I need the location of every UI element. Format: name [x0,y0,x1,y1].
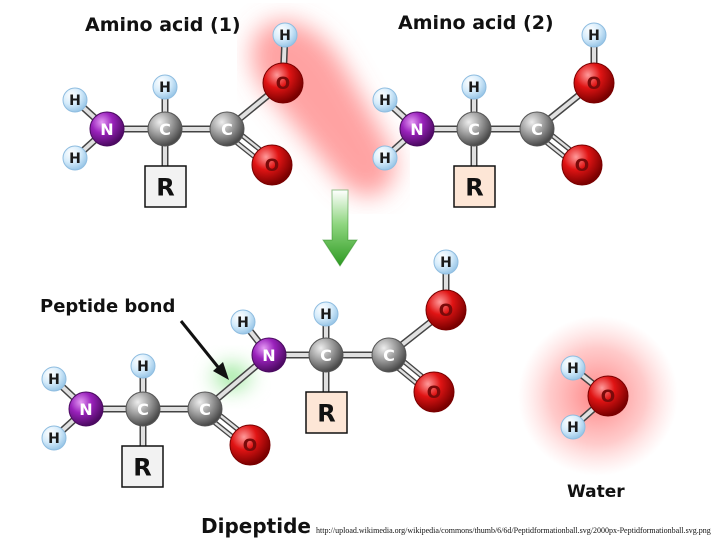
oxygen-atom-dp-carbonyl-2: O [413,371,455,413]
hydrogen-atom-water-1: H [560,355,586,381]
hydrogen-symbol: H [237,315,249,331]
hydrogen-symbol: H [440,255,452,271]
hydrogen-atom-aa1-alpha: H [152,74,178,100]
hydrogen-symbol: H [48,372,60,388]
carbon-symbol: C [468,120,480,139]
hydrogen-symbol: H [137,359,149,375]
oxygen-symbol: O [439,301,453,321]
carbon-atom-aa1-alpha: C [147,111,183,147]
r-group-label: R [317,400,335,428]
hydrogen-symbol: H [69,93,81,109]
oxygen-symbol: O [427,383,441,403]
carbon-symbol: C [383,346,395,365]
hydrogen-symbol: H [567,420,579,436]
r-group-dipeptide-1: R [121,445,164,488]
hydrogen-atom-dp-h2: H [41,425,67,451]
hydrogen-atom-aa1-h2: H [62,145,88,171]
r-groups: R R R R [121,165,496,488]
nitrogen-symbol: N [79,400,92,419]
carbon-atom-dp-alpha-1: C [125,391,161,427]
nitrogen-atom-aa2: N [399,111,435,147]
r-group-aa2: R [453,165,496,208]
r-group-label: R [465,174,483,202]
amino-acid-1-title: Amino acid (1) [85,14,241,36]
hydrogen-symbol: H [48,431,60,447]
hydrogen-atom-dp-hydroxyl-2: H [433,249,459,275]
oxygen-symbol: O [601,387,615,407]
carbon-symbol: C [320,346,332,365]
oxygen-atom-aa2-hydroxyl: O [573,62,615,104]
hydrogen-atom-dp-amide: H [230,309,256,335]
carbon-atom-aa1-carboxyl: C [209,111,245,147]
oxygen-atom-dp-hydroxyl-2: O [425,289,467,331]
oxygen-atom-aa1-carbonyl: O [251,144,293,186]
hydrogen-symbol: H [379,151,391,167]
carbon-atom-dp-carboxyl-2: C [371,337,407,373]
carbon-symbol: C [199,400,211,419]
oxygen-symbol: O [276,74,290,94]
hydrogen-atom-aa1-h1: H [62,87,88,113]
hydrogen-symbol: H [279,28,291,44]
nitrogen-symbol: N [262,346,275,365]
hydrogen-symbol: H [379,93,391,109]
carbon-symbol: C [159,120,171,139]
carbon-atom-aa2-carboxyl: C [519,111,555,147]
oxygen-symbol: O [265,156,279,176]
oxygen-atom-aa1-hydroxyl: O [262,62,304,104]
hydrogen-atom-water-2: H [560,414,586,440]
hydrogen-symbol: H [468,80,480,96]
reaction-arrow-icon [322,189,358,267]
nitrogen-atom-dp-1: N [68,391,104,427]
hydrogen-symbol: H [567,361,579,377]
carbon-atom-dp-alpha-2: C [308,337,344,373]
carbon-symbol: C [221,120,233,139]
hydrogen-atom-aa1-hydroxyl: H [272,22,298,48]
carbon-symbol: C [137,400,149,419]
r-group-label: R [133,454,151,482]
dipeptide-label: Dipeptide [201,514,311,538]
water-label: Water [567,482,625,502]
nitrogen-symbol: N [100,120,113,139]
hydrogen-atom-aa2-alpha: H [461,74,487,100]
hydrogen-symbol: H [320,307,332,323]
r-group-dipeptide-2: R [305,391,348,434]
nitrogen-atom-aa1: N [89,111,125,147]
hydrogen-atom-dp-alpha-1: H [130,353,156,379]
nitrogen-symbol: N [410,120,423,139]
hydrogen-atom-aa2-h1: H [372,87,398,113]
pointer-arrow-line [179,320,224,373]
hydrogen-atom-aa2-h2: H [372,145,398,171]
oxygen-atom-dp-carbonyl-1: O [229,424,271,466]
hydrogen-atom-aa2-hydroxyl: H [581,22,607,48]
oxygen-symbol: O [243,436,257,456]
hydrogen-symbol: H [588,28,600,44]
peptide-bond-label: Peptide bond [40,296,176,317]
hydrogen-symbol: H [159,80,171,96]
carbon-symbol: C [531,120,543,139]
pointer-arrow-head-icon [213,362,229,380]
oxygen-atom-aa2-carbonyl: O [561,144,603,186]
hydrogen-atom-dp-alpha-2: H [313,301,339,327]
source-url: http://upload.wikimedia.org/wikipedia/co… [316,526,711,535]
r-group-label: R [156,174,174,202]
hydrogen-symbol: H [69,151,81,167]
oxygen-atom-water: O [587,375,629,417]
amino-acid-2-title: Amino acid (2) [398,12,554,34]
hydrogen-atom-dp-h1: H [41,366,67,392]
carbon-atom-dp-carbonyl-1: C [187,391,223,427]
r-group-aa1: R [144,165,187,208]
nitrogen-atom-dp-2: N [251,337,287,373]
oxygen-symbol: O [575,156,589,176]
oxygen-symbol: O [587,74,601,94]
carbon-atom-aa2-alpha: C [456,111,492,147]
